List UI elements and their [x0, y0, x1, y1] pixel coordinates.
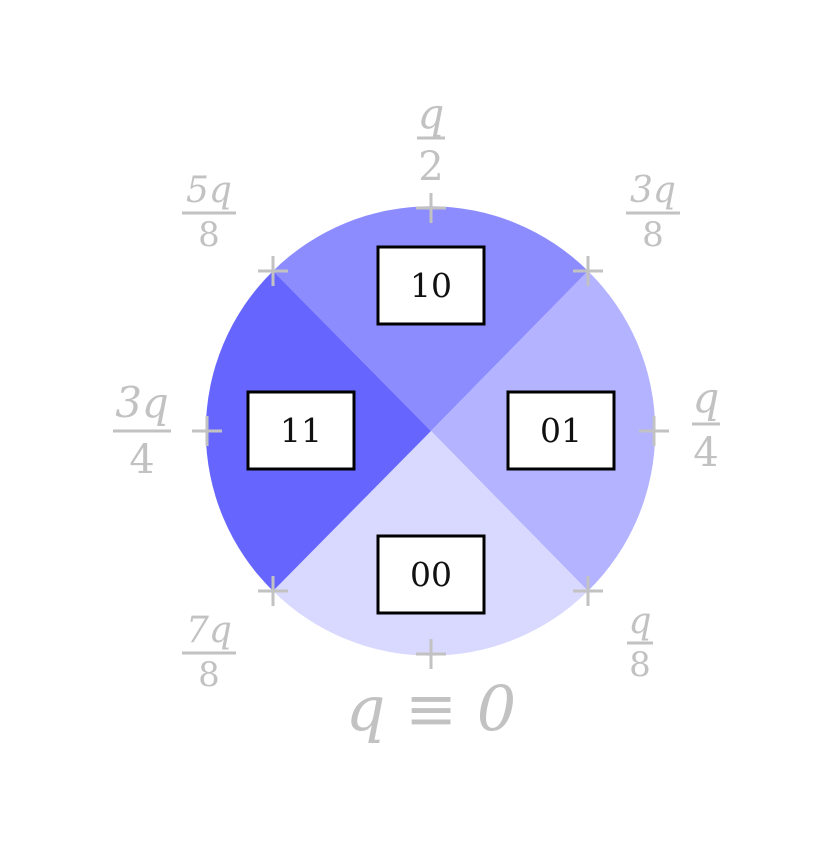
- code-label-01: 01: [540, 411, 582, 450]
- tick-label-3q-over-4-denominator: 4: [129, 437, 154, 483]
- code-label-10: 10: [410, 266, 452, 305]
- code-box-00: 00: [376, 534, 486, 615]
- tick-labels: q 2 3q 8 q 4 q 8 q ≡ 0 7q 8: [113, 89, 720, 745]
- tick-mark-5q-over-8: [258, 256, 288, 286]
- tick-label-3q-over-8-denominator: 8: [642, 215, 664, 255]
- code-box-11: 11: [246, 390, 356, 471]
- tick-label-7q-over-8-denominator: 8: [198, 655, 220, 695]
- code-box-frame: [376, 534, 486, 615]
- code-box-frame: [376, 245, 486, 326]
- tick-mark-3q-over-4: [192, 416, 222, 446]
- tick-marks: [192, 193, 669, 669]
- code-boxes: 10 01 00 11: [246, 245, 616, 615]
- code-box-10: 10: [376, 245, 486, 326]
- tick-label-q-over-8-denominator: 8: [629, 645, 651, 685]
- code-box-frame: [246, 390, 356, 471]
- tick-label-q-over-2-denominator: 2: [418, 144, 443, 190]
- tick-label-3q-over-8-numerator: 3q: [630, 170, 676, 211]
- tick-mark-q-over-2: [416, 193, 446, 223]
- tick-label-3q-over-4: 3q 4: [113, 378, 171, 483]
- tick-label-q-over-2-numerator: q: [418, 89, 445, 138]
- tick-mark-q-over-4: [639, 416, 669, 446]
- tick-label-q-over-2: q 2: [417, 89, 445, 190]
- tick-label-q-over-4: q 4: [692, 373, 720, 476]
- tick-label-q-equiv-zero: q ≡ 0: [346, 672, 517, 745]
- tick-label-q-over-4-denominator: 4: [693, 430, 718, 476]
- tick-label-3q-over-4-numerator: 3q: [115, 378, 169, 427]
- tick-mark-3q-over-8: [573, 256, 603, 286]
- tick-label-5q-over-8: 5q 8: [182, 170, 236, 255]
- code-label-00: 00: [410, 555, 452, 594]
- tick-label-3q-over-8: 3q 8: [626, 170, 680, 255]
- tick-label-q-over-4-numerator: q: [693, 373, 720, 422]
- code-box-frame: [506, 390, 616, 471]
- tick-label-5q-over-8-numerator: 5q: [186, 170, 232, 211]
- tick-label-q-over-8-numerator: q: [628, 601, 651, 642]
- tick-label-q-over-8: q 8: [627, 601, 653, 685]
- tick-mark-7q-over-8: [258, 576, 288, 606]
- tick-label-7q-over-8: 7q 8: [182, 610, 236, 695]
- code-label-11: 11: [280, 411, 322, 450]
- tick-mark-q-over-8: [573, 576, 603, 606]
- tick-label-5q-over-8-denominator: 8: [198, 215, 220, 255]
- code-box-01: 01: [506, 390, 616, 471]
- tick-label-7q-over-8-numerator: 7q: [186, 610, 232, 651]
- tick-mark-zero: [416, 639, 446, 669]
